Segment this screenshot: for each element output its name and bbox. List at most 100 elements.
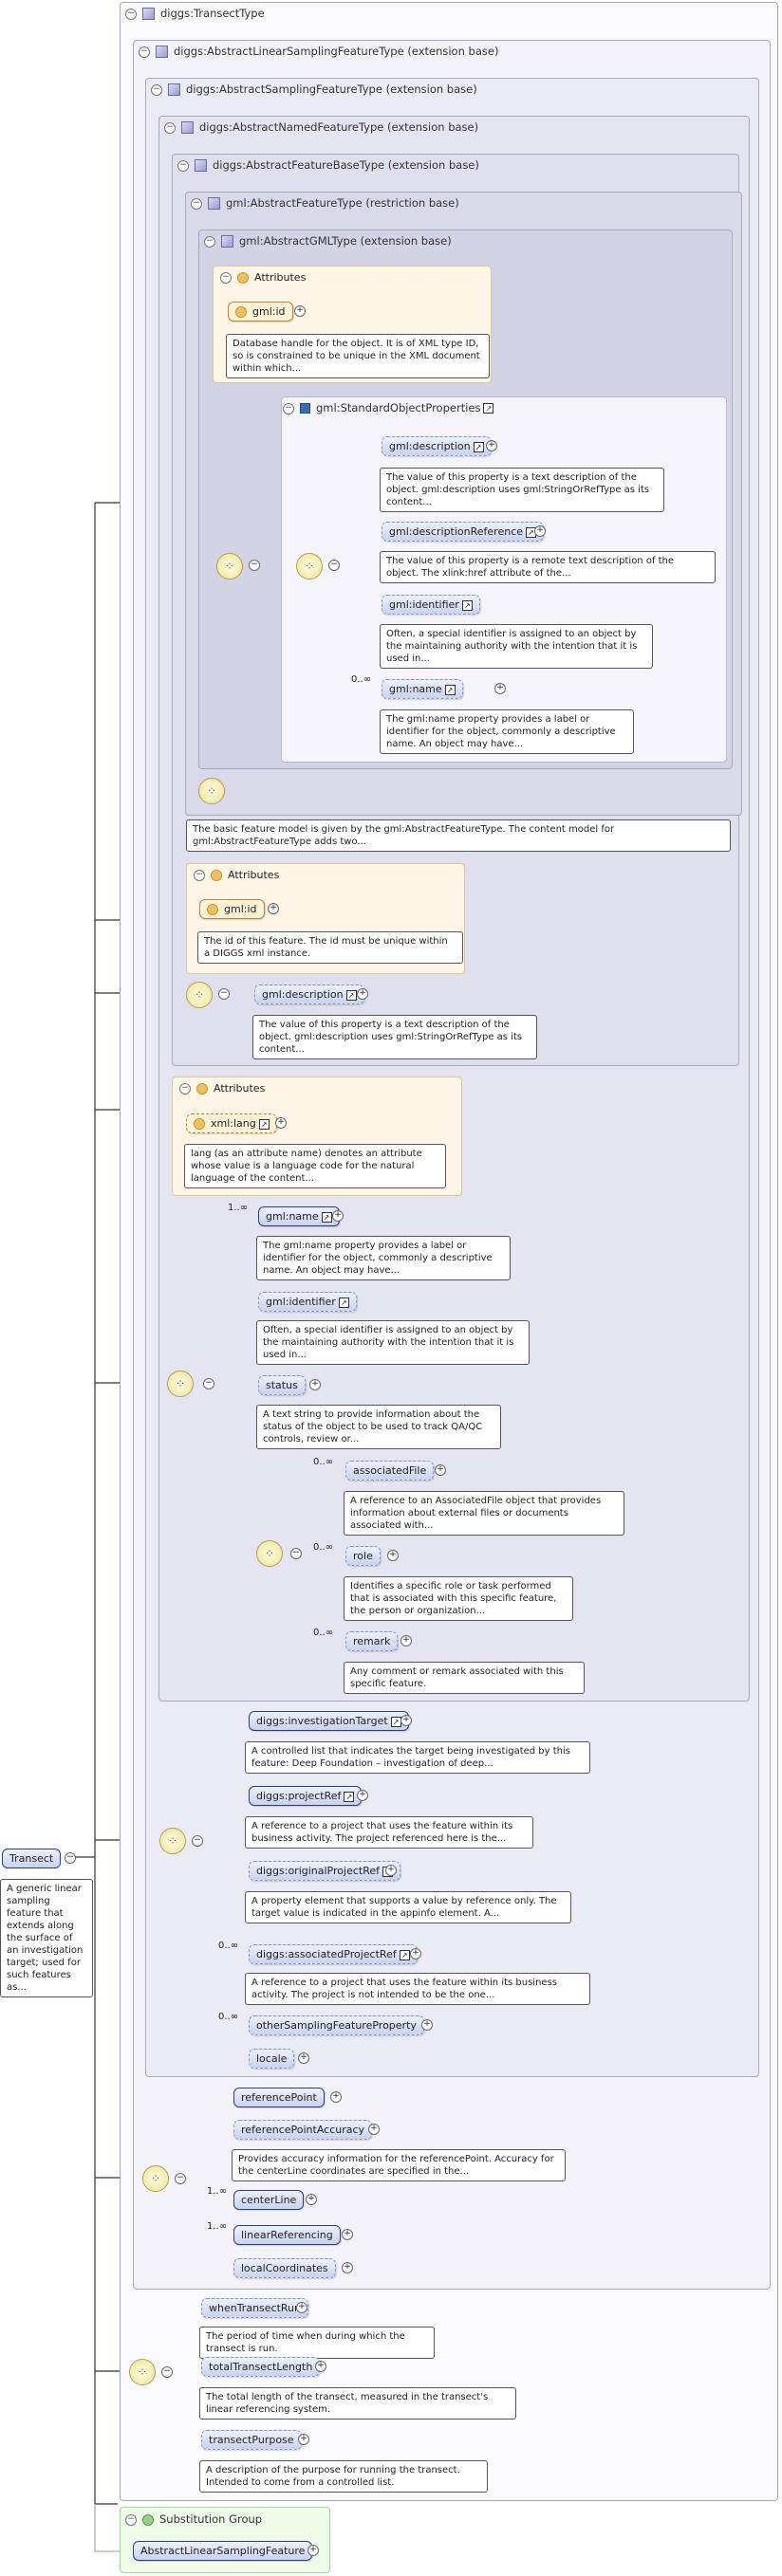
attributes-header[interactable]: −Attributes: [194, 869, 279, 881]
element-project-ref[interactable]: diggs:projectRef↗: [249, 1786, 363, 1806]
collapse-toggle-icon[interactable]: −: [194, 870, 205, 881]
attributes-header[interactable]: −Attributes: [179, 1082, 265, 1095]
expand-icon[interactable]: +: [315, 2361, 326, 2372]
sequence-icon: ⁘: [142, 2165, 169, 2192]
expand-icon[interactable]: +: [298, 2052, 309, 2064]
type-header-gml-abstract[interactable]: −gml:AbstractGMLType (extension base): [204, 234, 452, 248]
element-when-transect-run[interactable]: whenTransectRun: [201, 2298, 308, 2318]
type-header-sampling[interactable]: −diggs:AbstractSamplingFeatureType (exte…: [151, 83, 477, 96]
element-transect-purpose[interactable]: transectPurpose: [201, 2430, 302, 2450]
element-gml-description[interactable]: gml:description↗: [382, 436, 492, 456]
type-header-feature-base[interactable]: −diggs:AbstractFeatureBaseType (extensio…: [177, 158, 479, 172]
expand-icon[interactable]: +: [534, 525, 546, 537]
expand-icon[interactable]: +: [357, 1790, 368, 1801]
element-local-coordinates[interactable]: localCoordinates: [233, 2258, 336, 2278]
type-header-transect[interactable]: −diggs:TransectType: [125, 7, 265, 20]
collapse-toggle-icon[interactable]: −: [164, 121, 176, 134]
expand-icon[interactable]: +: [268, 903, 279, 914]
collapse-toggle-icon[interactable]: −: [179, 1083, 191, 1095]
expand-icon[interactable]: +: [387, 1550, 399, 1561]
reference-arrow-icon: ↗: [344, 1791, 355, 1802]
standard-props-header[interactable]: −gml:StandardObjectProperties↗: [283, 401, 494, 414]
collapse-toggle-icon[interactable]: −: [177, 159, 189, 172]
collapse-icon[interactable]: −: [249, 560, 260, 571]
collapse-toggle-icon[interactable]: −: [283, 402, 294, 414]
element-associated-project-ref[interactable]: diggs:associatedProjectRef↗: [249, 1944, 418, 1964]
expand-icon[interactable]: +: [275, 1117, 287, 1129]
expand-icon[interactable]: +: [296, 2302, 307, 2313]
element-abstract-linear-sampling-feature[interactable]: AbstractLinearSamplingFeature: [133, 2541, 313, 2561]
expand-icon[interactable]: +: [309, 1379, 321, 1390]
collapse-icon[interactable]: −: [203, 1378, 214, 1389]
element-role[interactable]: role: [345, 1546, 381, 1566]
collapse-icon[interactable]: −: [290, 1548, 302, 1559]
collapse-toggle-icon[interactable]: −: [191, 197, 202, 210]
multiplicity: 0..∞: [218, 1941, 239, 1951]
expand-icon[interactable]: +: [486, 440, 497, 451]
expand-icon[interactable]: +: [342, 2262, 353, 2273]
expand-icon[interactable]: +: [330, 2091, 342, 2103]
collapse-icon[interactable]: −: [175, 2173, 186, 2184]
element-gml-name-required[interactable]: gml:name↗: [258, 1206, 340, 1226]
element-original-project-ref[interactable]: diggs:originalProjectRef↗: [249, 1861, 400, 1881]
attributes-header[interactable]: −Attributes: [220, 271, 306, 284]
expand-icon[interactable]: +: [385, 1865, 397, 1876]
collapse-icon[interactable]: −: [65, 1852, 76, 1864]
element-reference-point[interactable]: referencePoint: [233, 2088, 325, 2107]
expand-icon[interactable]: +: [368, 2124, 380, 2135]
expand-icon[interactable]: +: [298, 2434, 309, 2445]
reference-arrow-icon: ↗: [444, 684, 456, 695]
collapse-toggle-icon[interactable]: −: [151, 83, 162, 96]
element-remark[interactable]: remark: [345, 1631, 399, 1651]
collapse-icon[interactable]: −: [218, 988, 230, 1000]
attribute-gml-id[interactable]: gml:id: [228, 302, 293, 322]
collapse-toggle-icon[interactable]: −: [220, 272, 232, 284]
element-base-description[interactable]: gml:description↗: [254, 984, 364, 1004]
collapse-toggle-icon[interactable]: −: [139, 46, 150, 58]
type-header-gml-feature[interactable]: −gml:AbstractFeatureType (restriction ba…: [191, 196, 459, 210]
element-gml-name[interactable]: gml:name↗: [382, 679, 463, 699]
element-investigation-target[interactable]: diggs:investigationTarget↗: [249, 1711, 409, 1731]
element-gml-identifier-named[interactable]: gml:identifier↗: [258, 1292, 357, 1312]
doc-xml-lang: lang (as an attribute name) denotes an a…: [184, 1144, 446, 1188]
sequence-icon: ⁘: [198, 778, 225, 804]
doc-when-transect-run: The period of time when during which the…: [199, 2327, 435, 2359]
type-header-linear-sampling[interactable]: −diggs:AbstractLinearSamplingFeatureType…: [139, 45, 498, 58]
expand-icon[interactable]: +: [342, 2229, 353, 2240]
expand-icon[interactable]: +: [410, 1948, 421, 1960]
element-gml-identifier[interactable]: gml:identifier↗: [382, 595, 480, 615]
root-element-transect[interactable]: Transect: [2, 1849, 62, 1868]
expand-icon[interactable]: +: [307, 2545, 319, 2556]
element-center-line[interactable]: centerLine: [233, 2190, 305, 2210]
expand-icon[interactable]: +: [494, 683, 506, 694]
element-associated-file[interactable]: associatedFile: [345, 1461, 435, 1481]
expand-icon[interactable]: +: [294, 305, 306, 317]
expand-icon[interactable]: +: [357, 988, 368, 1000]
collapse-toggle-icon[interactable]: −: [125, 8, 137, 20]
expand-icon[interactable]: +: [400, 1715, 412, 1726]
expand-icon[interactable]: +: [435, 1464, 446, 1476]
collapse-toggle-icon[interactable]: −: [125, 2513, 137, 2526]
substitution-group-header[interactable]: −Substitution Group: [125, 2512, 262, 2526]
element-total-transect-length[interactable]: totalTransectLength: [201, 2357, 321, 2377]
element-status[interactable]: status: [258, 1375, 306, 1395]
collapse-icon[interactable]: −: [161, 2366, 173, 2378]
element-gml-description-reference[interactable]: gml:descriptionReference↗: [382, 522, 545, 542]
expand-icon[interactable]: +: [306, 2194, 317, 2205]
element-locale[interactable]: locale: [249, 2049, 295, 2069]
element-reference-point-accuracy[interactable]: referencePointAccuracy: [233, 2120, 373, 2140]
doc-gml-identifier-named: Often, a special identifier is assigned …: [256, 1320, 530, 1365]
attribute-xml-lang[interactable]: xml:lang↗: [186, 1113, 277, 1133]
attribute-gml-id[interactable]: gml:id: [199, 899, 265, 919]
multiplicity: 0..∞: [313, 1628, 334, 1638]
type-header-named[interactable]: −diggs:AbstractNamedFeatureType (extensi…: [164, 120, 478, 134]
expand-icon[interactable]: +: [400, 1635, 412, 1647]
expand-icon[interactable]: +: [332, 1210, 344, 1222]
collapse-icon[interactable]: −: [328, 560, 340, 571]
expand-icon[interactable]: +: [421, 2019, 433, 2031]
collapse-icon[interactable]: −: [192, 1835, 203, 1847]
element-other-sampling-feature-property[interactable]: otherSamplingFeatureProperty: [249, 2015, 424, 2035]
element-linear-referencing[interactable]: linearReferencing: [233, 2225, 341, 2245]
collapse-toggle-icon[interactable]: −: [204, 235, 215, 248]
